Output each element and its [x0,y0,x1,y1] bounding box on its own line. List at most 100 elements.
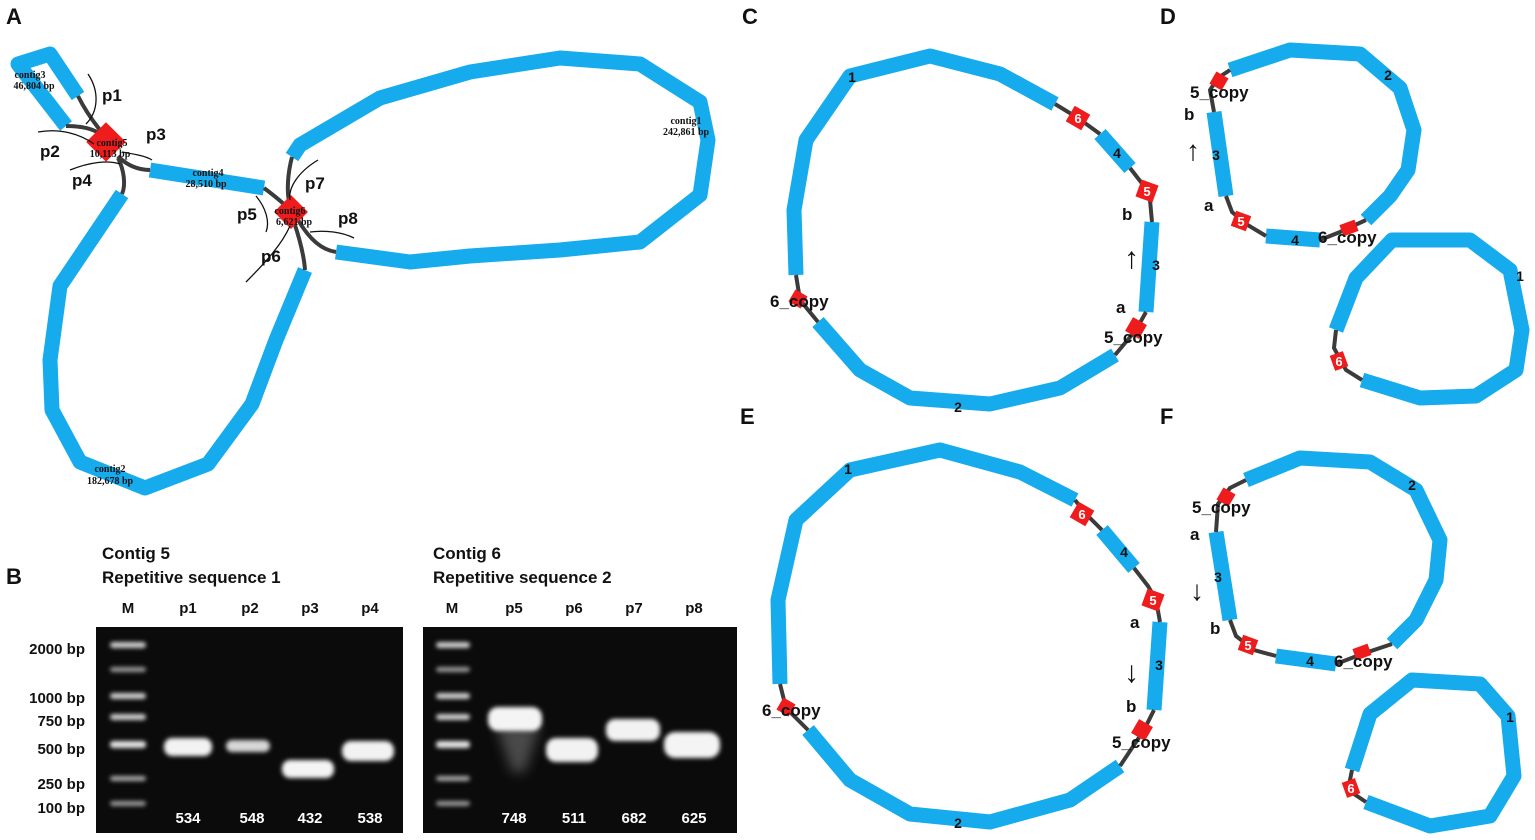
panel-d-link [1319,218,1367,242]
contig2-name: contig2 [94,464,125,475]
primer-arc-p4 [69,161,121,171]
primer-arc-p6 [245,225,291,283]
ladder-band [110,741,146,748]
panel-letter-d: D [1160,4,1176,29]
panel-f-arrow-icon: ↓ [1190,575,1204,606]
panel-e-6copy-label: 6_copy [762,701,821,720]
contig5-length: 10,113 bp [90,149,131,160]
primer-label-p8: p8 [338,209,358,228]
panel-e-b-label: b [1126,697,1136,716]
panel-c-b-label: b [1122,205,1132,224]
primer-label-p2: p2 [40,142,60,161]
panel-d-node2-segment [1227,42,1422,226]
panel-c-6copy-repeat [788,289,808,309]
contig1-segment [285,50,716,270]
panel-e-node2-label: 2 [954,815,962,831]
gel-right-title1: Contig 6 [433,544,501,563]
gel-lane-label-p8: p8 [685,600,703,617]
panel-d: D 5_copy b a ↑ 2 3 4 5 6_copy 6 1 [1160,4,1530,406]
gel-left-title2: Repetitive sequence 1 [102,568,281,587]
panel-letter-f: F [1160,404,1173,429]
gel-left-title1: Contig 5 [102,544,170,563]
panel-f-node3-segment [1208,530,1238,622]
panel-d-arrow-icon: ↑ [1186,135,1200,166]
gel-right-title2: Repetitive sequence 2 [433,568,612,587]
panel-e-node6-repeat [1069,501,1095,527]
panel-d-node6-label: 6 [1335,354,1342,369]
panel-letter-e: E [740,404,755,429]
band-p6 [546,738,598,762]
gel-lane-label-p6: p6 [565,600,583,617]
link-c3-c5b [76,95,102,132]
panel-d-node3-segment [1206,110,1234,198]
primer-label-p3: p3 [146,125,166,144]
panel-c-5copy-label: 5_copy [1104,328,1163,347]
panel-c-6copy-label: 6_copy [770,292,829,311]
ladder-label-750: 750 bp [37,713,85,730]
contig3-name: contig3 [14,70,45,81]
band-size-p8: 625 [681,810,706,827]
panel-e-node5-repeat [1141,588,1165,612]
gel-left-marker-label: M [122,600,135,617]
panel-f-6copy-label: 6_copy [1334,652,1393,671]
panel-f-node1-label: 1 [1506,709,1514,725]
panel-e-node4-label: 4 [1120,544,1128,560]
panel-d-6copy-repeat [1339,219,1359,237]
panel-d-node5-repeat [1230,210,1252,232]
panel-c-node3-label: 3 [1152,257,1160,273]
panel-d-node1-label: 1 [1516,268,1524,284]
panel-e-node2-segment [802,725,1125,830]
gel-right-bands [488,707,720,762]
panel-d-node6-repeat [1329,351,1349,371]
panel-d-5copy-repeat [1209,71,1229,91]
panel-f-node2-label: 2 [1408,477,1416,493]
panel-d-a-label: a [1204,196,1214,215]
primer-arc-p5 [255,195,269,233]
panel-d-node4-segment [1265,228,1321,248]
panel-f-a-label: a [1190,525,1200,544]
panel-f-node5-label: 5 [1244,638,1251,653]
primer-label-p4: p4 [72,171,92,190]
contig2-length: 182,678 bp [87,476,134,487]
link-c6-c1b [296,218,337,254]
panel-c-node4-label: 4 [1113,145,1121,161]
band-p8 [664,732,720,758]
ladder-band [110,801,146,806]
panel-d-node5-label: 5 [1237,214,1244,229]
panel-f-node4-label: 4 [1306,653,1314,669]
link-c5-c2 [116,157,127,195]
panel-f-node2-segment [1243,450,1448,650]
gel-right-background [423,627,737,833]
contig2-segment [42,189,312,496]
panel-letter-b: B [6,564,22,589]
panel-e-a-label: a [1130,613,1140,632]
band-size-p5: 748 [501,810,526,827]
primer-label-p5: p5 [237,205,257,224]
panel-f-node3-label: 3 [1214,569,1222,585]
panel-d-node2-label: 2 [1384,67,1392,83]
panel-e-node1-segment [770,442,1079,685]
panel-d-6copy-label: 6_copy [1318,228,1377,247]
primer-label-p1: p1 [102,86,122,105]
band-size-p7: 682 [621,810,646,827]
ladder-label-500: 500 bp [37,741,85,758]
panel-e: E 1 2 3 4 5 6 6_copy 5_copy a b ↓ [740,404,1171,831]
gel-lane-label-p1: p1 [179,600,197,617]
gel-left-bands [164,738,394,778]
band-size-p6: 511 [562,810,586,827]
panel-d-node1-segment [1328,232,1530,406]
primer-arc-p3 [121,151,153,161]
band-p1 [164,738,212,756]
panel-e-5copy-repeat [1131,719,1153,741]
panel-c-node1-segment [786,48,1059,276]
ladder-band [436,801,470,806]
panel-f-node6-label: 6 [1347,781,1354,796]
ladder-band [110,714,146,720]
panel-e-5copy-label: 5_copy [1112,733,1171,752]
ladder-band [110,642,146,648]
contig3-length: 46,804 bp [13,81,55,92]
panel-c-node2-segment [812,317,1119,412]
panel-c-a-label: a [1116,298,1126,317]
ladder-band [110,667,146,672]
